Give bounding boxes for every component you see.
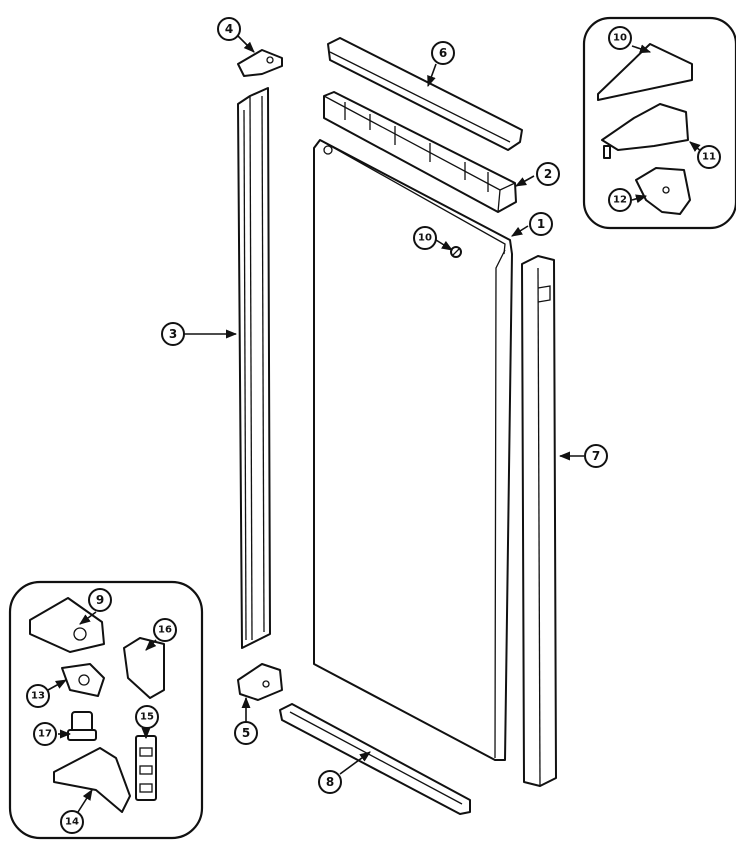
callout-6-label: 6 [439, 46, 447, 60]
callout-2-label: 2 [544, 167, 552, 181]
callout-11-label: 11 [702, 152, 716, 163]
callout-14: 14 [60, 810, 84, 834]
callout-7: 7 [584, 444, 608, 468]
top-cap [327, 37, 523, 151]
callout-7-label: 7 [592, 449, 600, 463]
callout-12-label: 12 [613, 195, 627, 206]
callout-6: 6 [431, 41, 455, 65]
hinge-parts-inset [8, 580, 204, 840]
callout-14-label: 14 [65, 817, 79, 828]
callout-12: 12 [608, 188, 632, 212]
callout-17: 17 [33, 722, 57, 746]
callout-8: 8 [318, 770, 342, 794]
callout-10-inset: 10 [608, 26, 632, 50]
top-channel [323, 91, 517, 213]
left-gasket-strip [237, 87, 271, 649]
right-gasket-strip [521, 255, 557, 787]
callout-9: 9 [88, 588, 112, 612]
callout-10-door: 10 [413, 226, 437, 250]
callout-16: 16 [153, 618, 177, 642]
callout-3-label: 3 [169, 327, 177, 341]
callout-4: 4 [217, 17, 241, 41]
leader-lines [47, 35, 703, 813]
hinge-cover-inset [582, 16, 736, 230]
callout-9-label: 9 [96, 593, 104, 607]
callout-2: 2 [536, 162, 560, 186]
callout-10-door-label: 10 [418, 233, 432, 244]
callout-10-inset-label: 10 [613, 33, 627, 44]
callout-1: 1 [529, 212, 553, 236]
door-panel [313, 139, 513, 761]
callout-8-label: 8 [326, 775, 334, 789]
callout-4-label: 4 [225, 22, 233, 36]
top-hinge-bracket [237, 49, 283, 77]
callout-3: 3 [161, 322, 185, 346]
callout-15-label: 15 [140, 712, 154, 723]
callout-15: 15 [135, 705, 159, 729]
callout-1-label: 1 [537, 217, 545, 231]
callout-13: 13 [26, 684, 50, 708]
callout-11: 11 [697, 145, 721, 169]
callout-16-label: 16 [158, 625, 172, 636]
callout-13-label: 13 [31, 691, 45, 702]
bottom-trim-strip [279, 703, 471, 815]
screw [450, 246, 462, 258]
callout-5: 5 [234, 721, 258, 745]
bottom-hinge-bracket [237, 663, 283, 701]
callout-17-label: 17 [38, 729, 52, 740]
callout-5-label: 5 [242, 726, 250, 740]
